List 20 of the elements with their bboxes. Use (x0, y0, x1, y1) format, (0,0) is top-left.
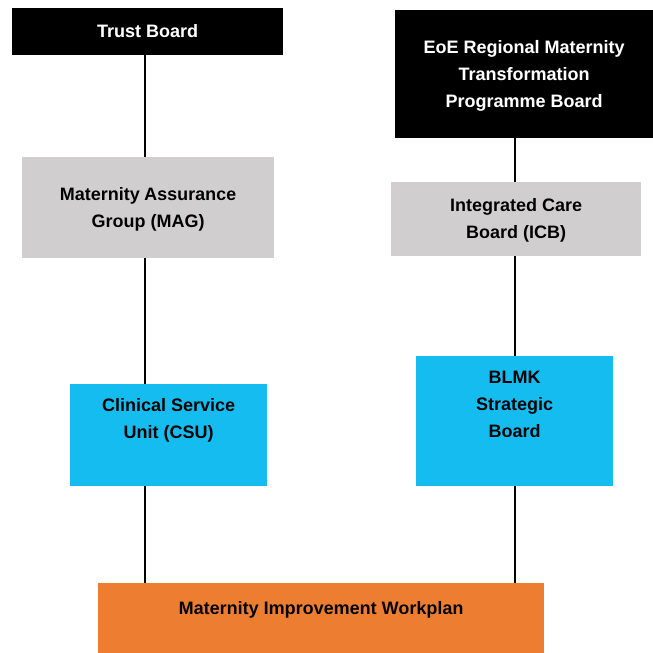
org-box (22, 157, 274, 258)
box-label: Maternity Improvement Workplan (178, 597, 464, 620)
connector-line (144, 55, 146, 157)
box-label: Integrated Care Board (ICB) (448, 194, 584, 244)
box-label: Trust Board (96, 20, 198, 43)
box-label: BLMK Strategic Board (474, 366, 554, 443)
connector-line (144, 486, 146, 583)
connector-line (144, 258, 146, 384)
org-box (395, 10, 653, 138)
org-box (12, 8, 283, 55)
org-box (416, 356, 613, 486)
box-label: Clinical Service Unit (CSU) (100, 394, 236, 444)
connector-line (514, 256, 516, 356)
org-box (70, 384, 267, 486)
connector-line (514, 486, 516, 583)
connector-line (514, 138, 516, 182)
box-label: Maternity Assurance Group (MAG) (58, 182, 238, 233)
org-box (98, 583, 544, 653)
box-label: EoE Regional Maternity Transformation Programme Board (422, 36, 626, 113)
org-box (391, 182, 641, 256)
